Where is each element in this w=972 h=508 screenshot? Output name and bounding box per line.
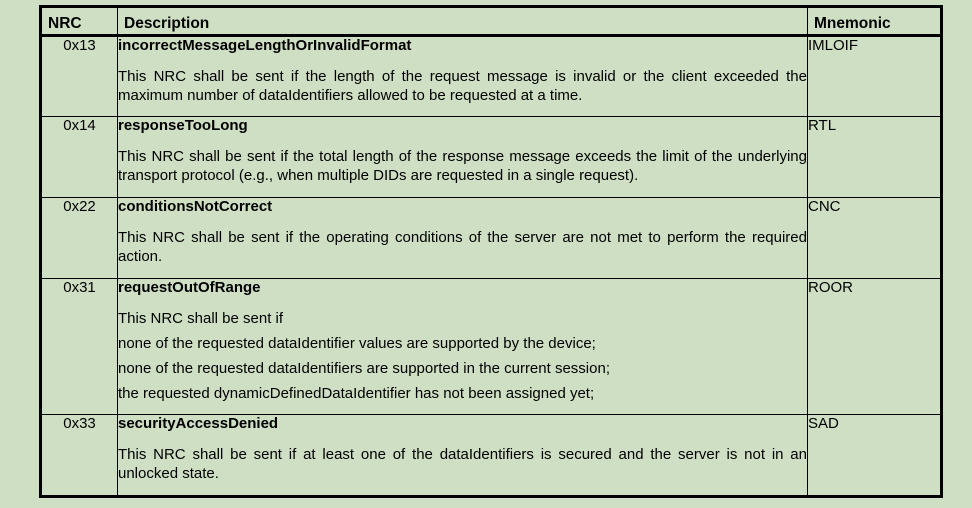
nrc-description: This NRC shall be sent if the length of … xyxy=(118,68,807,104)
nrc-name: securityAccessDenied xyxy=(118,415,279,432)
description-line: This NRC shall be sent if xyxy=(118,310,284,327)
header-row: NRC Description Mnemonic xyxy=(40,6,942,37)
description-line: none of the requested dataIdentifier val… xyxy=(118,335,596,352)
table-row: 0x22 conditionsNotCorrect This NRC shall… xyxy=(40,197,942,279)
table-row: 0x33 securityAccessDenied This NRC shall… xyxy=(40,414,942,497)
nrc-mnemonic: RTL xyxy=(807,116,942,198)
description-cell: securityAccessDenied This NRC shall be s… xyxy=(117,414,808,497)
description-line: the requested dynamicDefinedDataIdentifi… xyxy=(118,385,595,402)
nrc-code: 0x33 xyxy=(40,414,118,497)
nrc-code: 0x22 xyxy=(40,197,118,279)
description-cell: requestOutOfRange This NRC shall be sent… xyxy=(117,278,808,415)
nrc-mnemonic: SAD xyxy=(807,414,942,497)
nrc-mnemonic: IMLOIF xyxy=(807,35,942,117)
nrc-name: responseTooLong xyxy=(118,117,248,134)
nrc-mnemonic: ROOR xyxy=(807,278,942,415)
table-row: 0x31 requestOutOfRange This NRC shall be… xyxy=(40,278,942,415)
nrc-name: conditionsNotCorrect xyxy=(118,198,273,215)
nrc-code: 0x13 xyxy=(40,35,118,117)
nrc-name: requestOutOfRange xyxy=(118,279,261,296)
nrc-table: NRC Description Mnemonic 0x13 incorrectM… xyxy=(39,5,943,498)
description-cell: incorrectMessageLengthOrInvalidFormat Th… xyxy=(117,35,808,117)
nrc-description: This NRC shall be sent if at least one o… xyxy=(118,446,807,482)
header-mnemonic: Mnemonic xyxy=(807,6,942,37)
nrc-name: incorrectMessageLengthOrInvalidFormat xyxy=(118,37,412,54)
header-nrc: NRC xyxy=(40,6,118,37)
table-row: 0x13 incorrectMessageLengthOrInvalidForm… xyxy=(40,35,942,117)
nrc-description: This NRC shall be sent if the operating … xyxy=(118,229,807,265)
description-line: none of the requested dataIdentifiers ar… xyxy=(118,360,610,377)
description-cell: conditionsNotCorrect This NRC shall be s… xyxy=(117,197,808,279)
description-cell: responseTooLong This NRC shall be sent i… xyxy=(117,116,808,198)
nrc-description: This NRC shall be sent if the total leng… xyxy=(118,148,807,184)
nrc-code: 0x14 xyxy=(40,116,118,198)
nrc-code: 0x31 xyxy=(40,278,118,415)
nrc-mnemonic: CNC xyxy=(807,197,942,279)
header-description: Description xyxy=(117,6,808,37)
table-row: 0x14 responseTooLong This NRC shall be s… xyxy=(40,116,942,198)
